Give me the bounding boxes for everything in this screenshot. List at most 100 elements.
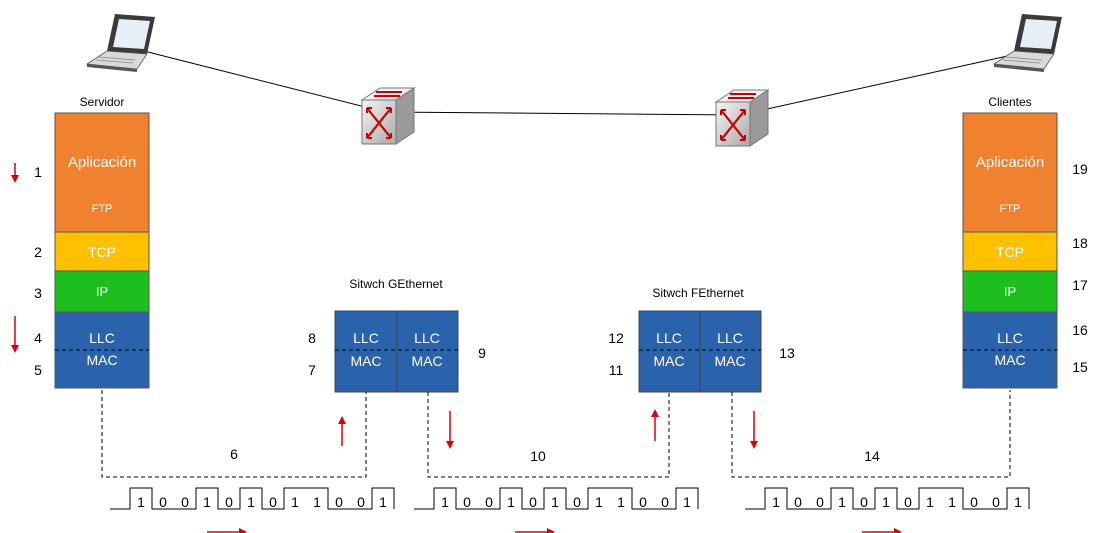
switch-g-number-9: 9: [478, 345, 486, 361]
server-title: Servidor: [80, 95, 125, 109]
client-number-17: 17: [1072, 277, 1088, 293]
switch-f-router-icon: [714, 89, 770, 147]
signal-bit: 0: [269, 494, 277, 510]
switch-gethernet: Sitwch GEthernet LLC MAC LLC MAC 8 7 9: [308, 277, 486, 393]
signal-bit: 0: [970, 494, 978, 510]
up-arrow-icon: [651, 409, 659, 441]
client-number-19: 19: [1072, 161, 1088, 177]
signal-bit: 1: [313, 494, 321, 510]
link-number-14: 14: [864, 448, 880, 464]
client-application-layer: [962, 112, 1058, 233]
down-arrow-icon: [750, 411, 758, 449]
signal-bit: 0: [904, 494, 912, 510]
signal-bit: 1: [772, 494, 780, 510]
signal-bit: 0: [661, 494, 669, 510]
switch-f-llc-right: LLC: [717, 330, 743, 346]
server-number-1: 1: [34, 164, 42, 180]
signal-bit: 0: [335, 494, 343, 510]
client-number-15: 15: [1072, 359, 1088, 375]
signal-bit: 0: [573, 494, 581, 510]
signal-bit: 1: [507, 494, 515, 510]
switch-g-mac-left: MAC: [350, 353, 381, 369]
switch-g-llc-left: LLC: [353, 330, 379, 346]
switch-f-number-12: 12: [608, 330, 624, 346]
switch-g-router-icon: [360, 87, 416, 145]
signal-bit: 0: [529, 494, 537, 510]
link-number-10: 10: [530, 448, 546, 464]
signal-bit: 1: [926, 494, 934, 510]
signal-bit: 0: [357, 494, 365, 510]
client-stack: Clientes Aplicación FTP TCP IP LLC MAC 1…: [962, 95, 1088, 389]
server-number-5: 5: [34, 362, 42, 378]
signal-bit: 1: [617, 494, 625, 510]
client-number-18: 18: [1072, 235, 1088, 251]
server-ip-layer: [54, 270, 150, 313]
switch-f-number-13: 13: [779, 345, 795, 361]
server-app-label: Aplicación: [68, 154, 136, 171]
right-arrow-icon: [207, 528, 247, 533]
server-number-4: 4: [34, 330, 42, 346]
switch-f-number-11: 11: [609, 362, 624, 378]
signal-bit: 1: [379, 494, 387, 510]
client-mac-label: MAC: [994, 352, 1025, 368]
client-ftp-label: FTP: [1000, 203, 1021, 215]
switch-f-title: Sitwch FEthernet: [652, 286, 744, 300]
signal-bit: 0: [816, 494, 824, 510]
down-arrow-icon: [11, 316, 19, 353]
signal-bit: 1: [137, 494, 145, 510]
up-arrow-icon: [338, 416, 346, 446]
signal-bit: 0: [860, 494, 868, 510]
client-ip-layer: [962, 270, 1058, 313]
switch-fethernet: Sitwch FEthernet LLC MAC LLC MAC 12 11 1…: [608, 286, 795, 393]
down-arrow-icon: [446, 411, 454, 449]
switch-g-llc-right: LLC: [414, 330, 440, 346]
signal-bit: 0: [159, 494, 167, 510]
server-laptop-icon: [85, 14, 155, 72]
server-tcp-layer: [54, 231, 150, 272]
server-application-layer: [54, 112, 150, 233]
switch-g-title: Sitwch GEthernet: [349, 277, 443, 291]
client-laptop-icon: [992, 14, 1062, 72]
network-links: [139, 49, 1013, 116]
signal-bit: 1: [291, 494, 299, 510]
server-stack: Servidor Aplicación FTP TCP IP LLC MAC 1…: [34, 95, 150, 389]
right-arrow-icon: [515, 528, 555, 533]
client-number-16: 16: [1072, 322, 1088, 338]
signal-bit: 0: [181, 494, 189, 510]
signal-bit: 0: [485, 494, 493, 510]
server-llc-label: LLC: [89, 330, 115, 346]
switch-g-number-8: 8: [308, 330, 316, 346]
server-number-3: 3: [34, 285, 42, 301]
signal-bit: 1: [247, 494, 255, 510]
signal-bit: 0: [639, 494, 647, 510]
signal-bit: 1: [683, 494, 691, 510]
server-ftp-label: FTP: [92, 203, 113, 215]
switch-g-number-7: 7: [308, 362, 316, 378]
signal-bit: 1: [1014, 494, 1022, 510]
signal-bit: 1: [948, 494, 956, 510]
signal-bit: 1: [595, 494, 603, 510]
signal-bit: 0: [992, 494, 1000, 510]
switch-g-mac-right: MAC: [411, 353, 442, 369]
client-tcp-label: TCP: [996, 244, 1024, 260]
switch-f-mac-left: MAC: [653, 353, 684, 369]
client-llc-label: LLC: [997, 330, 1023, 346]
client-ip-label: IP: [1004, 284, 1016, 299]
link-number-6: 6: [230, 446, 238, 462]
server-number-2: 2: [34, 244, 42, 260]
server-mac-label: MAC: [86, 352, 117, 368]
signal-bit: 0: [463, 494, 471, 510]
signal-bit: 1: [441, 494, 449, 510]
switch-f-llc-left: LLC: [656, 330, 682, 346]
direction-arrows: [11, 163, 902, 533]
server-ip-label: IP: [96, 284, 108, 299]
server-tcp-label: TCP: [88, 244, 116, 260]
signal-bit: 1: [882, 494, 890, 510]
signal-bit: 0: [225, 494, 233, 510]
client-app-label: Aplicación: [976, 154, 1044, 171]
switch-f-mac-right: MAC: [714, 353, 745, 369]
cable-links: [101, 390, 1011, 478]
